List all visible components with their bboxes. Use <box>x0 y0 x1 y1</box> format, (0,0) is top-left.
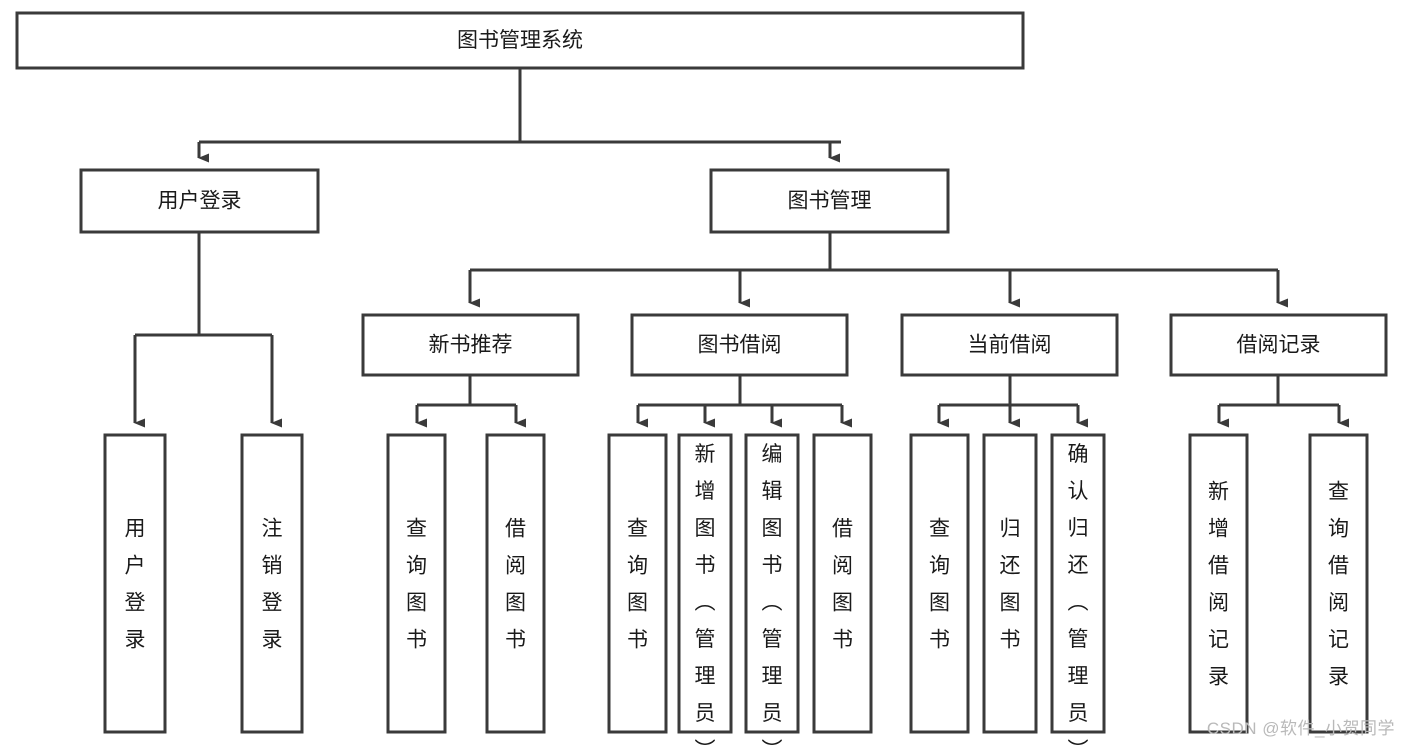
connector-user-login-to-leaves <box>133 232 282 428</box>
node-box-book-manage <box>709 168 950 234</box>
node-label-leaf-edit-book: 编辑图书︵管理员︶ <box>762 443 783 747</box>
node-box-leaf-borrow-book-rec <box>485 433 546 734</box>
node-leaf-query-book-cur[interactable]: 查询图书 <box>909 433 970 734</box>
connector-book-borrow-to-leaves <box>636 375 852 428</box>
node-box-leaf-confirm-return <box>1050 433 1106 734</box>
node-label-leaf-add-book: 新增图书︵管理员︶ <box>695 443 716 747</box>
node-leaf-add-record[interactable]: 新增借阅记录 <box>1188 433 1249 734</box>
node-leaf-add-book[interactable]: 新增图书︵管理员︶ <box>677 433 733 747</box>
node-label-leaf-borrow-book-rec: 借阅图书 <box>505 518 526 652</box>
node-box-leaf-logout <box>240 433 304 734</box>
node-label-root: 图书管理系统 <box>457 29 583 52</box>
node-box-leaf-user-login <box>103 433 167 734</box>
connector-borrow-record-to-leaves <box>1217 375 1349 428</box>
node-box-leaf-add-book <box>677 433 733 734</box>
node-label-leaf-logout: 注销登录 <box>262 518 283 652</box>
node-borrow-record[interactable]: 借阅记录 <box>1169 313 1388 377</box>
node-label-leaf-query-book-cur: 查询图书 <box>929 518 950 652</box>
node-leaf-edit-book[interactable]: 编辑图书︵管理员︶ <box>744 433 800 747</box>
node-box-leaf-query-record <box>1308 433 1369 734</box>
node-layer: 图书管理系统用户登录图书管理新书推荐图书借阅当前借阅借阅记录用户登录注销登录查询… <box>15 11 1388 747</box>
node-box-leaf-query-book-borrow <box>607 433 668 734</box>
node-box-leaf-query-book-rec <box>386 433 447 734</box>
node-leaf-confirm-return[interactable]: 确认归还︵管理员︶ <box>1050 433 1106 747</box>
node-book-manage[interactable]: 图书管理 <box>709 168 950 234</box>
connector-root-to-level2 <box>197 68 841 163</box>
node-label-book-borrow: 图书借阅 <box>698 334 782 357</box>
node-leaf-logout[interactable]: 注销登录 <box>240 433 304 734</box>
connector-current-borrow-to-leaves <box>937 375 1088 428</box>
node-leaf-query-book-borrow[interactable]: 查询图书 <box>607 433 668 734</box>
node-root[interactable]: 图书管理系统 <box>15 11 1025 70</box>
node-leaf-borrow-book-rec[interactable]: 借阅图书 <box>485 433 546 734</box>
node-label-leaf-user-login: 用户登录 <box>125 518 146 652</box>
node-box-user-login <box>79 168 320 234</box>
node-label-leaf-query-record: 查询借阅记录 <box>1328 481 1349 689</box>
node-leaf-return-book[interactable]: 归还图书 <box>982 433 1038 734</box>
node-box-leaf-query-book-cur <box>909 433 970 734</box>
node-book-borrow[interactable]: 图书借阅 <box>630 313 849 377</box>
node-label-borrow-record: 借阅记录 <box>1237 334 1321 357</box>
node-box-leaf-return-book <box>982 433 1038 734</box>
node-leaf-user-login[interactable]: 用户登录 <box>103 433 167 734</box>
node-box-current-borrow <box>900 313 1119 377</box>
node-current-borrow[interactable]: 当前借阅 <box>900 313 1119 377</box>
node-leaf-query-book-rec[interactable]: 查询图书 <box>386 433 447 734</box>
node-leaf-borrow-book[interactable]: 借阅图书 <box>812 433 873 734</box>
node-label-book-manage: 图书管理 <box>788 190 872 213</box>
connector-new-book-rec-to-leaves <box>415 375 526 428</box>
node-leaf-query-record[interactable]: 查询借阅记录 <box>1308 433 1369 734</box>
node-label-leaf-add-record: 新增借阅记录 <box>1208 481 1229 689</box>
node-box-book-borrow <box>630 313 849 377</box>
node-label-user-login: 用户登录 <box>158 190 242 213</box>
node-label-leaf-confirm-return: 确认归还︵管理员︶ <box>1068 443 1089 747</box>
csdn-watermark: CSDN @软件_小贺同学 <box>1206 719 1395 738</box>
node-label-leaf-query-book-borrow: 查询图书 <box>627 518 648 652</box>
connector-book-manage-to-level3 <box>468 232 1288 308</box>
node-box-new-book-rec <box>361 313 580 377</box>
node-label-leaf-query-book-rec: 查询图书 <box>406 518 427 652</box>
node-label-leaf-borrow-book: 借阅图书 <box>832 518 853 652</box>
node-new-book-rec[interactable]: 新书推荐 <box>361 313 580 377</box>
node-box-leaf-borrow-book <box>812 433 873 734</box>
node-box-root <box>15 11 1025 70</box>
node-label-new-book-rec: 新书推荐 <box>429 334 513 357</box>
node-label-leaf-return-book: 归还图书 <box>1000 518 1021 652</box>
node-user-login[interactable]: 用户登录 <box>79 168 320 234</box>
node-box-leaf-add-record <box>1188 433 1249 734</box>
node-box-leaf-edit-book <box>744 433 800 734</box>
node-box-borrow-record <box>1169 313 1388 377</box>
node-label-current-borrow: 当前借阅 <box>968 334 1052 357</box>
